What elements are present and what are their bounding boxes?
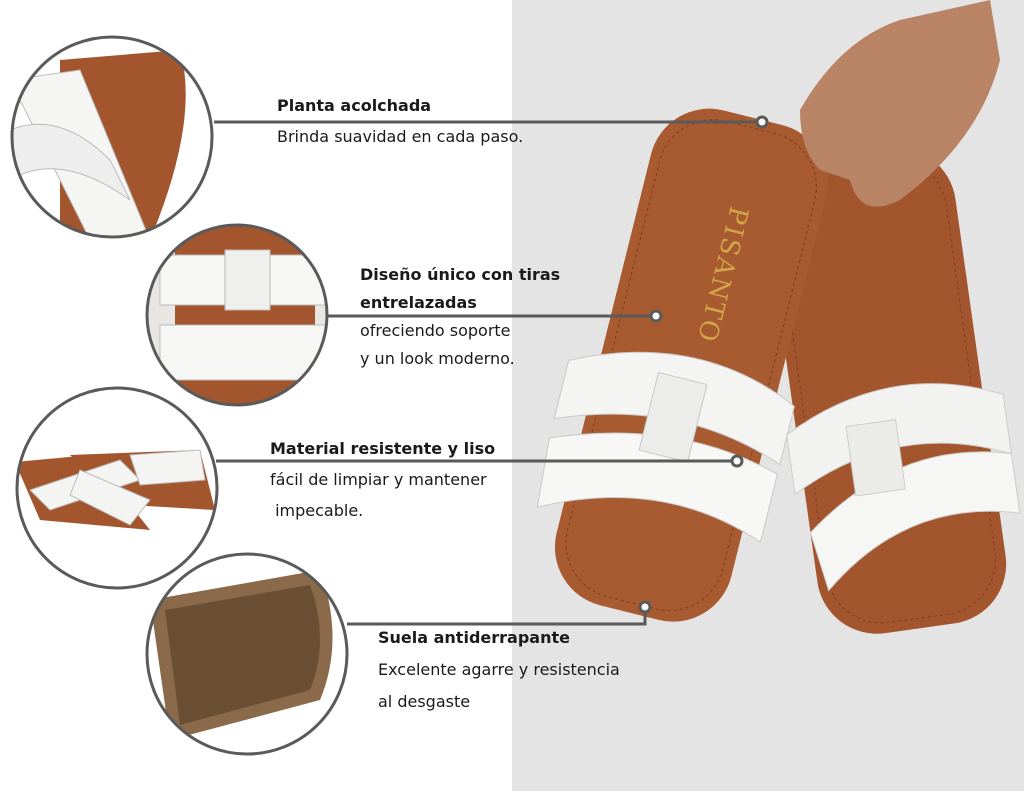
- feature-desc: al desgaste: [378, 692, 471, 711]
- detail-material: [18, 389, 216, 587]
- hand: [800, 0, 1000, 207]
- feature-title: Material resistente y liso: [270, 439, 496, 458]
- detail-insole: [13, 38, 211, 236]
- detail-sole: [148, 555, 346, 753]
- callout-lines: [214, 115, 769, 626]
- feature-cushioned-insole: Planta acolchada Brinda suavidad en cada…: [277, 92, 523, 151]
- feature-title: entrelazadas: [360, 293, 477, 312]
- feature-desc: y un look moderno.: [360, 349, 515, 368]
- feature-desc: impecable.: [270, 501, 364, 520]
- feature-title: Planta acolchada: [277, 96, 432, 115]
- feature-woven-straps: Diseño único con tiras entrelazadas ofre…: [360, 261, 560, 373]
- sandal-right: [766, 147, 1021, 634]
- feature-title: Suela antiderrapante: [378, 628, 570, 647]
- feature-non-slip-sole: Suela antiderrapante Excelente agarre y …: [378, 622, 620, 718]
- feature-desc: fácil de limpiar y mantener: [270, 470, 487, 489]
- feature-desc: Excelente agarre y resistencia: [378, 660, 620, 679]
- feature-title: Diseño único con tiras: [360, 265, 561, 284]
- feature-desc: ofreciendo soporte: [360, 321, 511, 340]
- detail-straps: [148, 226, 326, 404]
- feature-desc: Brinda suavidad en cada paso.: [277, 127, 524, 146]
- feature-material: Material resistente y liso fácil de limp…: [270, 433, 495, 526]
